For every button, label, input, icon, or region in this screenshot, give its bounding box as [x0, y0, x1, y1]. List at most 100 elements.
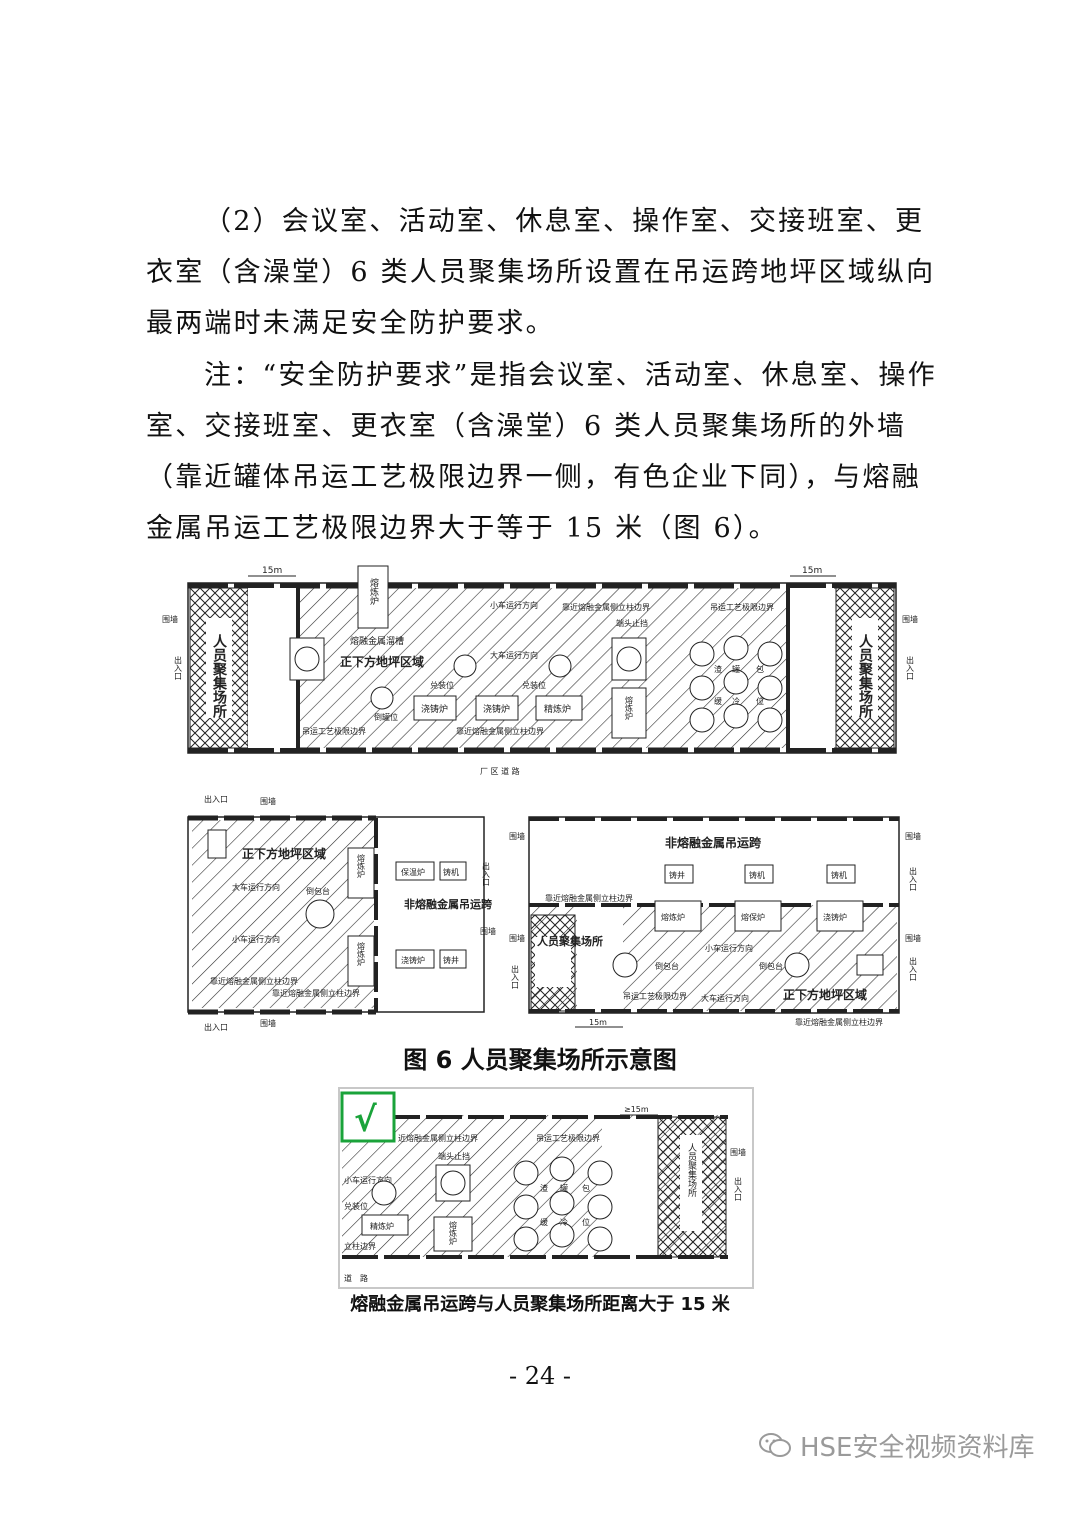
br-wall-r2: 围墙 [905, 933, 921, 943]
figure-6-caption: 图 6 人员聚集场所示意图 [403, 1046, 677, 1074]
smelter-label: 熔炼炉 [625, 695, 634, 721]
smelting-furnace-top [357, 565, 389, 629]
wall-left: 围墙 [162, 614, 178, 624]
figure-detail: 人员聚集场所 √ ≥15m 近熔融金属侧立柱边界 吊运工艺极限边界 端头止挡 小… [338, 1087, 754, 1289]
detail-caption: 熔融金属吊运跨与人员聚集场所距离大于 15 米 [350, 1294, 730, 1315]
bl-big-cart: 大车运行方向 [232, 882, 280, 892]
br-tilt-1: 倒包台 [655, 961, 679, 971]
detail-cool-2: 冷 [560, 1217, 568, 1227]
figure-bl-svg: 出入口 围墙 正下方地坪区域 大车运行方向 小车运行方向 倒包台 熔炼炉 熔炼炉… [187, 794, 496, 1032]
detail-side-border: 近熔融金属侧立柱边界 [398, 1133, 478, 1143]
bl-smelter-2: 熔炼炉 [357, 941, 366, 967]
detail-border-bottom: 立柱边界 [344, 1241, 376, 1251]
exit-right: 出入口 [906, 655, 915, 680]
detail-dim: ≥15m [624, 1105, 649, 1114]
bl-crane-icon [207, 829, 227, 859]
big-cart-label: 大车运行方向 [490, 650, 538, 660]
chute-label: 熔融金属溜槽 [350, 635, 404, 647]
bl-area: 正下方地坪区域 [242, 846, 326, 861]
wall-right: 围墙 [902, 614, 918, 624]
tilt-pos-label: 倒罐位 [374, 712, 398, 722]
dimension-right: 15m [802, 566, 822, 576]
figure-top-svg: 人员聚集场所 人员聚集场所 15m 15m 熔炼炉 熔融金属溜槽 正下方地坪区域… [162, 565, 918, 776]
detail-pour-pos: 兑装位 [344, 1201, 368, 1211]
br-smelter: 熔炼炉 [661, 912, 685, 922]
bl-well: 铸井 [443, 955, 459, 965]
br-ladle [612, 952, 638, 978]
detail-exit: 出入口 [734, 1176, 743, 1201]
bl-wall-top: 围墙 [260, 796, 276, 806]
bl-non-molten: 非熔融金属吊运跨 [404, 897, 493, 911]
cool-char-2: 冷 [732, 696, 740, 706]
br-personnel: 人员聚集场所 [537, 934, 603, 948]
detail-wall: 围墙 [730, 1147, 746, 1157]
paragraph-note-text: 注：“安全防护要求”是指会议室、活动室、休息室、操作室、交接班室、更衣室（含澡堂… [146, 360, 937, 544]
bl-caster: 铸机 [443, 867, 459, 877]
br-exit-l: 出入口 [511, 964, 520, 989]
road-label: 厂 区 道 路 [480, 766, 520, 776]
bl-ladle [305, 899, 335, 929]
detail-limit-border: 吊运工艺极限边界 [536, 1133, 600, 1143]
br-holding: 熔保炉 [741, 912, 765, 922]
bl-wall-right: 围墙 [480, 926, 496, 936]
building-outline [187, 582, 897, 754]
detail-refiner: 精炼炉 [370, 1221, 394, 1231]
bl-tilt: 倒包台 [306, 886, 330, 896]
check-icon: √ [354, 1100, 377, 1140]
personnel-label-right: 人员聚集场所 [857, 633, 874, 719]
br-border-top: 靠近熔融金属侧立柱边界 [545, 893, 633, 903]
exit-left: 出入口 [174, 655, 183, 680]
end-stop-label: 端头止挡 [616, 618, 648, 628]
paragraph-requirement-text: （2）会议室、活动室、休息室、操作室、交接班室、更衣室（含澡堂）6 类人员聚集场… [146, 206, 936, 339]
bl-border-1: 靠近熔融金属侧立柱边界 [210, 976, 298, 986]
bl-exit-right: 出入口 [482, 861, 491, 886]
ladle-icon-3 [548, 654, 572, 678]
detail-end-stop: 端头止挡 [438, 1151, 470, 1161]
bl-wall-bottom: 围墙 [260, 1018, 276, 1028]
detail-slag-2: 罐 [560, 1183, 568, 1193]
side-border-top: 靠近熔融金属侧立柱边界 [562, 602, 650, 612]
furnace-label: 熔炼炉 [368, 577, 379, 606]
br-caster-2: 铸机 [831, 870, 847, 880]
bl-pour: 浇铸炉 [401, 955, 425, 965]
ground-area-hatch [250, 588, 834, 748]
br-crane-icon [856, 954, 884, 976]
watermark: HSE安全视频资料库 [758, 1425, 1034, 1465]
figure-br-svg: 非熔融金属吊运跨 铸井 铸机 铸机 靠近熔融金属侧立柱边界 熔炼炉 熔保炉 浇铸… [509, 816, 921, 1028]
figure-top-layout: 人员聚集场所 人员聚集场所 15m 15m 熔炼炉 熔融金属溜槽 正下方地坪区域… [150, 548, 930, 788]
br-tilt-2: 倒包台 [759, 961, 783, 971]
ladle-icon [294, 646, 320, 672]
br-wall-l2: 围墙 [509, 933, 525, 943]
pour-pos-1: 兑装位 [430, 680, 454, 690]
limit-border-bottom: 吊运工艺极限边界 [302, 726, 366, 736]
detail-road: 道 路 [344, 1273, 368, 1283]
limit-border-top: 吊运工艺极限边界 [710, 602, 774, 612]
cool-char-1: 缓 [714, 696, 722, 706]
ladle-icon-4 [370, 686, 394, 710]
detail-slag-3: 包 [582, 1183, 590, 1193]
detail-cool-1: 缓 [540, 1217, 548, 1227]
br-exit-r2: 出入口 [909, 956, 918, 981]
pour-pos-2: 兑装位 [522, 680, 546, 690]
br-border-bottom: 靠近熔融金属侧立柱边界 [795, 1017, 883, 1027]
page-number: - 24 - [508, 1362, 571, 1390]
bl-exit-bottom: 出入口 [204, 1022, 228, 1032]
detail-smelter: 熔炼炉 [449, 1220, 458, 1246]
br-well: 铸井 [669, 870, 685, 880]
caster-2: 浇铸炉 [483, 703, 510, 715]
br-small-cart: 小车运行方向 [705, 943, 753, 953]
br-big-cart: 大车运行方向 [701, 993, 749, 1003]
br-wall-r1: 围墙 [905, 831, 921, 841]
detail-cool-3: 位 [582, 1217, 590, 1227]
bl-exit-top: 出入口 [204, 794, 228, 804]
bl-small-cart: 小车运行方向 [232, 934, 280, 944]
paragraph-note: 注：“安全防护要求”是指会议室、活动室、休息室、操作室、交接班室、更衣室（含澡堂… [146, 350, 946, 554]
detail-small-cart: 小车运行方向 [344, 1175, 392, 1185]
br-ladle-2 [784, 952, 810, 978]
br-caster: 铸机 [749, 870, 765, 880]
bl-smelter-1: 熔炼炉 [357, 853, 366, 879]
figure-bottom-left: 出入口 围墙 正下方地坪区域 大车运行方向 小车运行方向 倒包台 熔炼炉 熔炼炉… [180, 792, 500, 1032]
br-area: 正下方地坪区域 [783, 987, 867, 1002]
figure-bottom-right: 非熔融金属吊运跨 铸井 铸机 铸机 靠近熔融金属侧立柱边界 熔炼炉 熔保炉 浇铸… [505, 805, 925, 1035]
br-limit: 吊运工艺极限边界 [623, 991, 687, 1001]
